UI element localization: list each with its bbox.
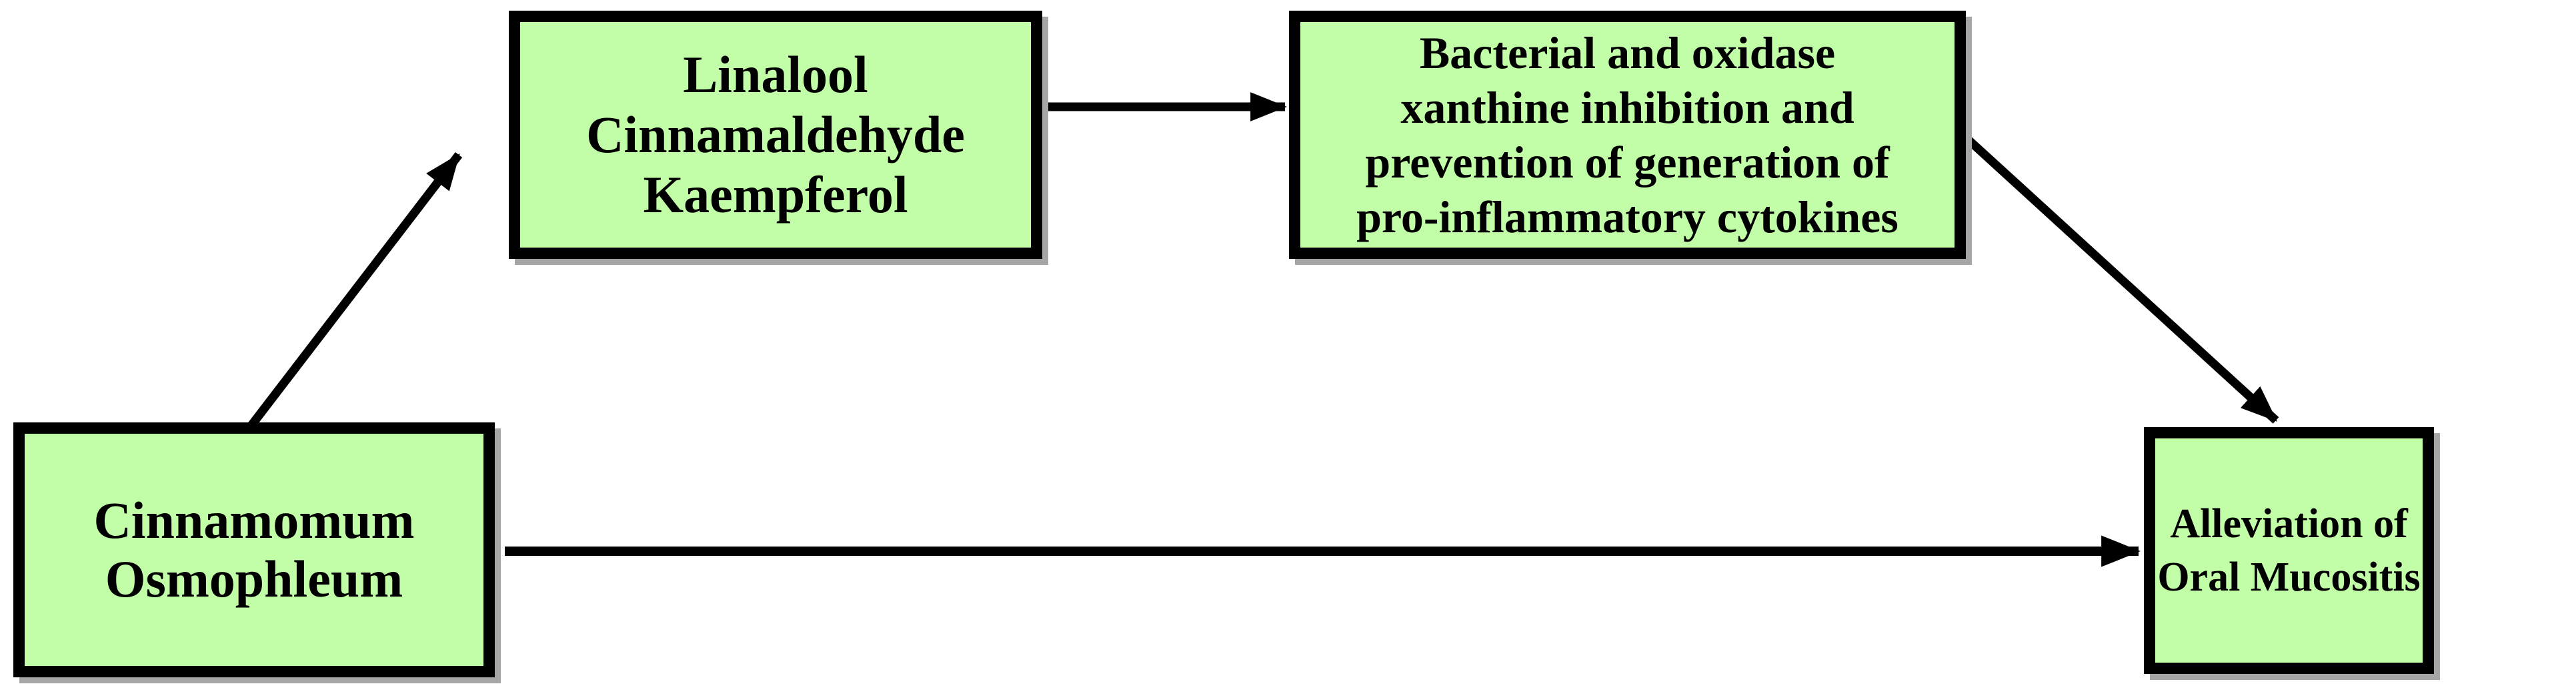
node-line: Kaempferol xyxy=(643,165,908,224)
node-line: Osmophleum xyxy=(105,550,403,608)
node-cinnamomum-osmophleum: Cinnamomum Osmophleum xyxy=(13,422,495,677)
node-line: Cinnamaldehyde xyxy=(586,105,965,163)
arrow-cinnamomum-to-compounds xyxy=(246,152,463,430)
node-line: Alleviation of xyxy=(2170,501,2408,547)
node-outcome: Alleviation of Oral Mucositis xyxy=(2144,427,2434,674)
node-line: Linalool xyxy=(683,45,868,103)
node-line: Oral Mucositis xyxy=(2157,555,2421,600)
arrow-mechanism-to-outcome xyxy=(1963,134,2279,424)
node-line: Bacterial and oxidase xyxy=(1419,27,1836,78)
node-line: prevention of generation of xyxy=(1365,137,1890,188)
node-line: pro-inflammatory cytokines xyxy=(1356,192,1898,242)
node-mechanism: Bacterial and oxidase xanthine inhibitio… xyxy=(1289,11,1966,259)
node-line: xanthine inhibition and xyxy=(1400,82,1854,133)
node-line: Cinnamomum xyxy=(93,491,415,549)
node-active-compounds: Linalool Cinnamaldehyde Kaempferol xyxy=(509,11,1042,259)
